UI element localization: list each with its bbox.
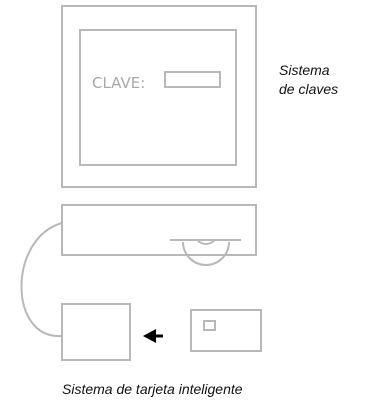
monitor: [61, 5, 257, 188]
smart-card-body: [190, 309, 262, 352]
smart-card: [190, 309, 262, 352]
computer-case: [61, 204, 257, 256]
disk-icon: [170, 239, 241, 266]
disk-slot-icon: [197, 240, 215, 245]
password-prompt-label: CLAVE:: [92, 74, 145, 92]
password-system-caption-line2: de claves: [279, 81, 338, 97]
connection-cable: [20, 222, 63, 338]
computer-unit: [61, 204, 257, 266]
password-system-caption-line1: Sistema: [279, 62, 330, 78]
monitor-outer-frame: [61, 5, 257, 188]
card-reader: [61, 303, 131, 361]
monitor-screen: [79, 29, 237, 166]
password-input-box: [164, 71, 221, 88]
smartcard-system-caption: Sistema de tarjeta inteligente: [62, 381, 243, 397]
arrow-left-icon: [143, 329, 163, 343]
smart-card-chip-icon: [203, 320, 216, 331]
